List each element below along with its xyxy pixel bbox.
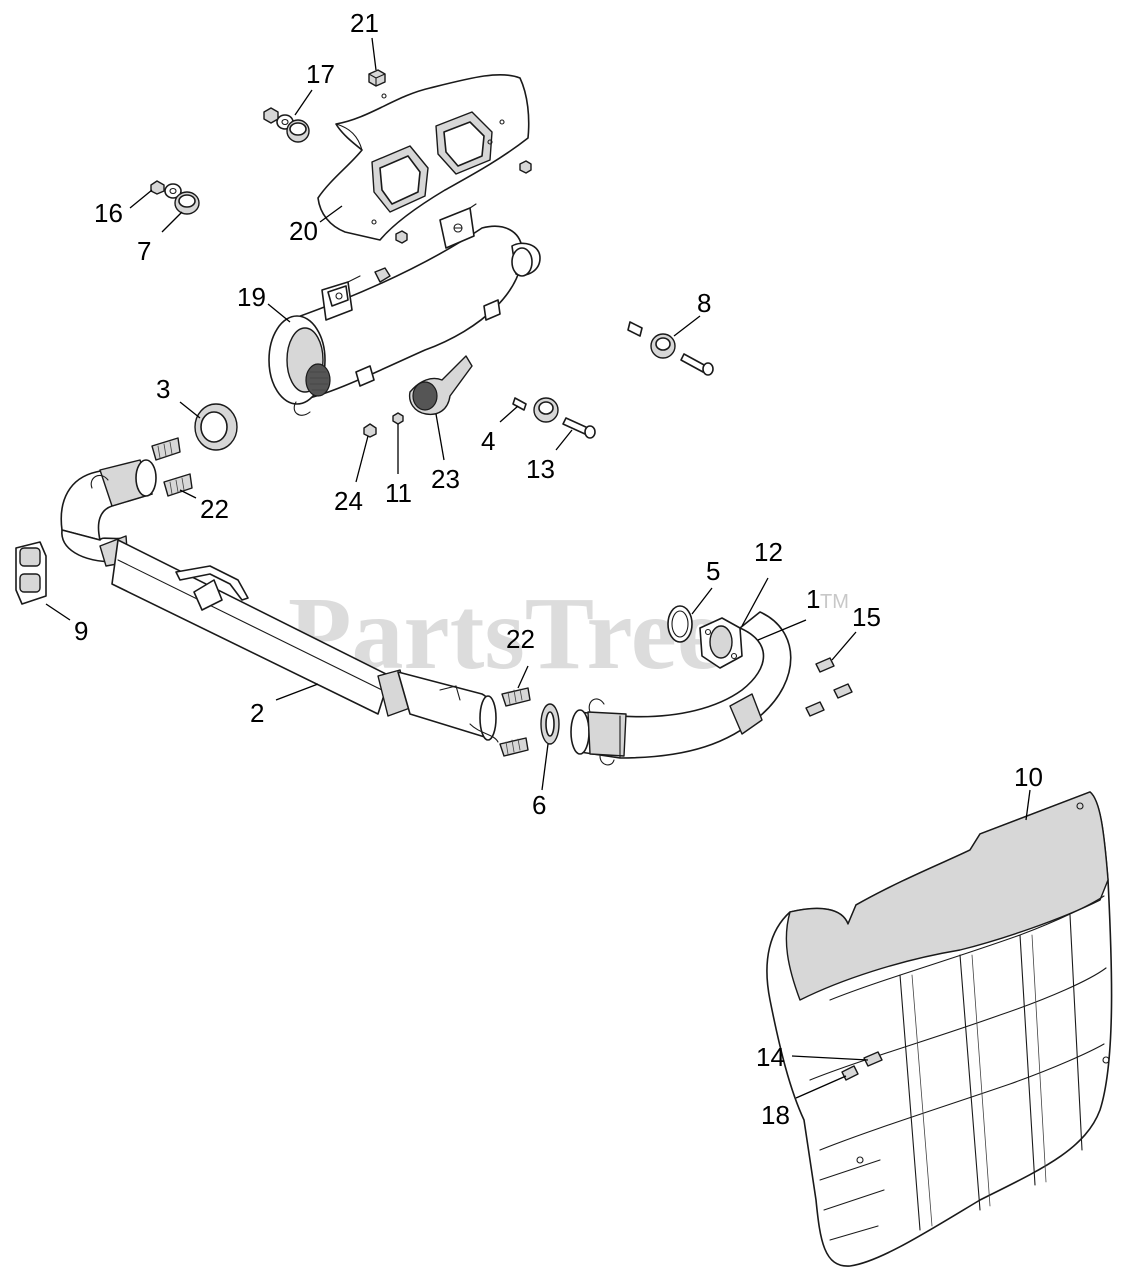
part-24-screw[interactable]: [363, 423, 377, 438]
part-9-rubber-block[interactable]: [15, 541, 47, 605]
callout-13: 13: [526, 454, 555, 484]
callout-11: 11: [385, 478, 412, 508]
callout-20: 20: [289, 216, 318, 246]
leader-lines: [45, 37, 1031, 1099]
callout-9: 9: [74, 616, 88, 646]
part-3-gasket[interactable]: [194, 403, 238, 451]
watermark-trademark: TM: [820, 591, 849, 613]
callout-17: 17: [306, 59, 335, 89]
part-10-shroud[interactable]: [766, 791, 1113, 1267]
part-6-gasket[interactable]: [540, 703, 560, 745]
callout-22-middle: 22: [506, 624, 535, 654]
callout-4: 4: [481, 426, 495, 456]
part-13-mount-pin[interactable]: [533, 397, 596, 439]
callout-3: 3: [156, 374, 170, 404]
callout-23: 23: [431, 464, 460, 494]
callout-18: 18: [761, 1100, 790, 1130]
callout-5: 5: [706, 556, 720, 586]
part-2-exhaust-pipe[interactable]: [60, 459, 499, 743]
part-11-nut[interactable]: [392, 412, 404, 425]
part-23-spark-arrestor[interactable]: [408, 355, 473, 416]
callout-24: 24: [334, 486, 363, 516]
callout-2: 2: [250, 698, 264, 728]
part-1-exhaust-pipe[interactable]: [570, 611, 792, 766]
callout-15: 15: [852, 602, 881, 632]
callout-10: 10: [1014, 762, 1043, 792]
callout-21: 21: [350, 8, 379, 38]
callout-16: 16: [94, 198, 123, 228]
part-19-muffler[interactable]: [268, 203, 541, 416]
part-21-screw[interactable]: [368, 69, 386, 87]
callout-19: 19: [237, 282, 266, 312]
part-20-screws[interactable]: [395, 160, 532, 244]
part-15-bolts[interactable]: [805, 657, 853, 717]
callout-labels: 21 17 16 7 20 19 8 3 4 13 24 11 23 22 9 …: [74, 8, 1043, 1130]
part-22-springs-upper[interactable]: [151, 437, 193, 497]
part-7-washer-grommet[interactable]: [164, 183, 200, 215]
part-12-flange[interactable]: [699, 617, 743, 669]
part-14-screw[interactable]: [863, 1051, 883, 1067]
part-16-nut[interactable]: [150, 180, 165, 195]
part-4-clip[interactable]: [512, 397, 527, 411]
callout-12: 12: [754, 537, 783, 567]
callout-22-upper: 22: [200, 494, 229, 524]
part-8-mount-hardware[interactable]: [627, 321, 714, 376]
part-20-heat-shield[interactable]: [317, 73, 530, 241]
callout-6: 6: [532, 790, 546, 820]
callout-7: 7: [137, 236, 151, 266]
callout-8: 8: [697, 288, 711, 318]
callout-14: 14: [756, 1042, 785, 1072]
part-5-o-ring[interactable]: [667, 605, 693, 643]
part-22-springs-middle[interactable]: [499, 687, 531, 757]
callout-1: 1: [806, 584, 820, 614]
part-17-hardware[interactable]: [263, 107, 310, 143]
